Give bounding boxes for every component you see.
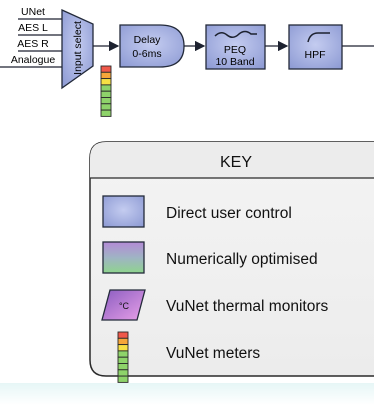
meter-segment xyxy=(117,369,129,377)
peq-bands: 10 Band xyxy=(215,56,254,68)
meter-segment xyxy=(117,344,129,352)
key-label-direct-user-control: Direct user control xyxy=(166,205,292,222)
delay-range: 0-6ms xyxy=(132,48,161,60)
key-swatch-direct-user-control xyxy=(102,195,145,228)
key-header-bg xyxy=(90,142,374,178)
key-label-thermal-monitors: VuNet thermal monitors xyxy=(166,298,328,315)
key-swatch-numerically-optimised xyxy=(102,241,145,274)
meter-segment xyxy=(117,363,129,371)
input-label-aes-r: AES R xyxy=(17,38,49,50)
hpf-block xyxy=(288,24,343,70)
meter-segment xyxy=(100,71,112,80)
input-select-block xyxy=(61,8,94,90)
hpf-curve-icon xyxy=(307,32,330,43)
input-label-analogue: Analogue xyxy=(11,54,56,66)
key-label-meters: VuNet meters xyxy=(166,345,260,362)
peq-curve-icon xyxy=(214,30,257,38)
background-band xyxy=(0,383,374,405)
delay-label: Delay xyxy=(134,34,162,46)
hpf-label: HPF xyxy=(305,49,326,61)
key-label-numerically-optimised: Numerically optimised xyxy=(166,251,318,268)
meter-segment xyxy=(117,337,129,346)
meter-segment xyxy=(100,97,112,105)
peq-label: PEQ xyxy=(224,44,246,56)
meter-segment xyxy=(117,375,129,383)
key-swatch-thermal-monitor xyxy=(101,289,146,321)
meter-segment xyxy=(100,78,112,86)
meter-top xyxy=(100,65,112,117)
meter-segment xyxy=(100,90,112,98)
meter-segment xyxy=(117,350,129,358)
key-title: KEY xyxy=(220,154,252,171)
input-label-aes-l: AES L xyxy=(18,22,48,34)
meter-segment xyxy=(100,103,112,111)
meter-segment xyxy=(100,84,112,92)
key-swatch-meter xyxy=(117,331,129,383)
peq-block xyxy=(205,24,266,70)
input-select-label: Input select xyxy=(72,21,84,75)
meter-segment xyxy=(100,109,112,117)
input-label-unet: UNet xyxy=(21,6,45,18)
thermal-glyph: °C xyxy=(119,301,130,311)
input-lines xyxy=(0,18,62,68)
input-labels: UNet AES L AES R Analogue xyxy=(11,6,56,66)
meter-segment xyxy=(100,65,112,73)
meter-segment xyxy=(117,356,129,364)
meter-segment xyxy=(117,331,129,339)
delay-block xyxy=(119,24,185,68)
